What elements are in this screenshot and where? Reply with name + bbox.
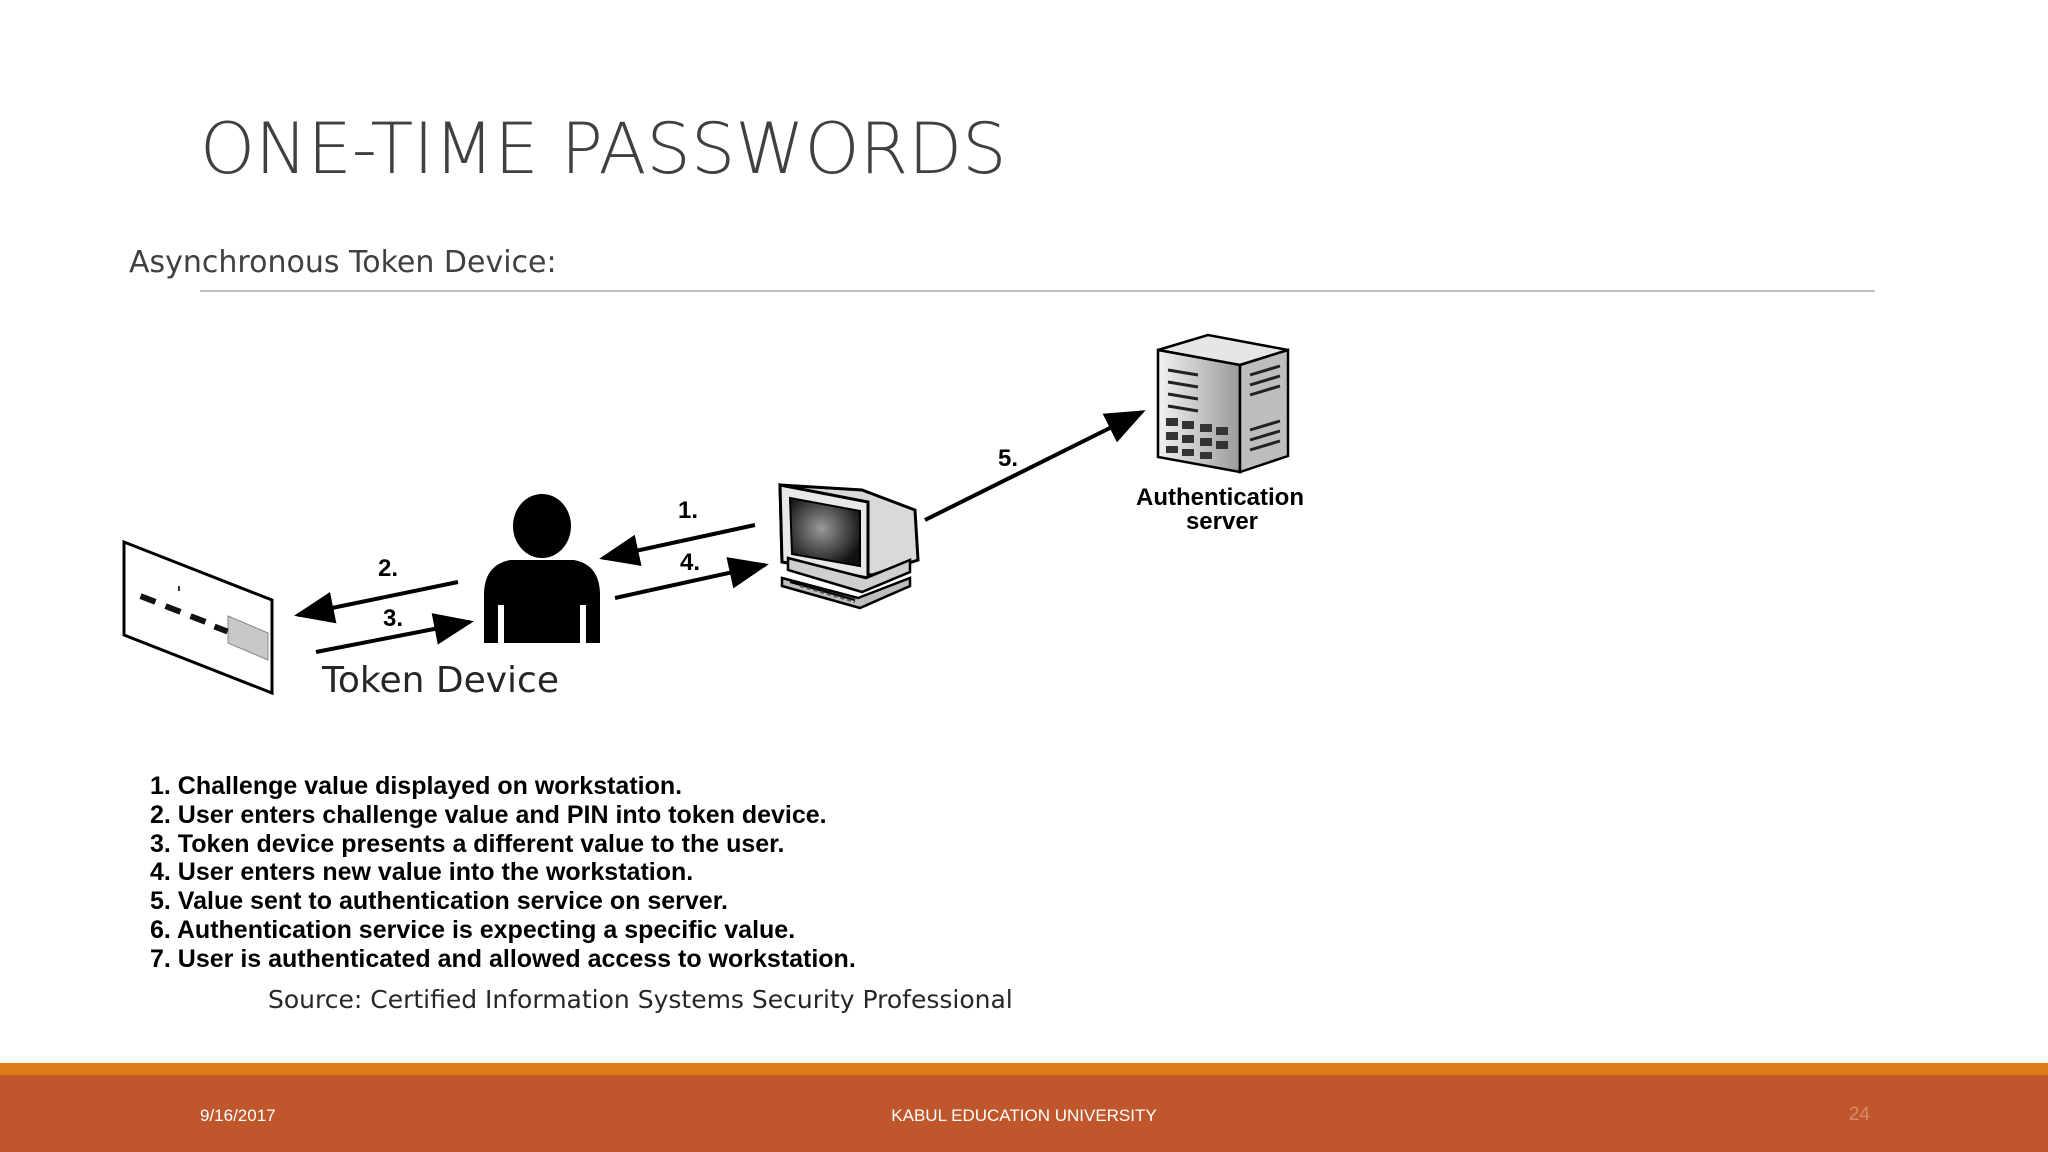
user-icon <box>484 494 600 643</box>
slide-title: ONE-TIME PASSWORDS <box>200 108 1007 190</box>
arrow-step-5 <box>924 410 1146 522</box>
token-card-icon <box>122 539 274 696</box>
arrow-label-2: 2. <box>378 555 398 582</box>
arrow-step-3 <box>315 613 474 654</box>
title-divider <box>200 290 1875 292</box>
footer-institution: KABUL EDUCATION UNIVERSITY <box>891 1106 1157 1125</box>
arrow-step-2 <box>294 580 459 624</box>
workstation-icon <box>778 483 920 610</box>
step-item: 3. Token device presents a different val… <box>150 829 785 858</box>
step-item: 6. Authentication service is expecting a… <box>150 915 796 944</box>
server-label-line2: server <box>1186 508 1258 535</box>
page-number: 24 <box>1848 1104 1870 1125</box>
step-item: 5. Value sent to authentication service … <box>150 887 729 916</box>
arrow-label-4: 4. <box>680 549 700 576</box>
otp-flow-diagram: 1. 2. 3. 4. 5. Authentication server <box>122 333 1304 696</box>
footer-bar <box>0 1075 2048 1152</box>
arrow-label-3: 3. <box>383 605 403 632</box>
source-citation: Source: Certified Information Systems Se… <box>268 985 1013 1014</box>
arrow-step-4 <box>614 557 769 600</box>
arrow-label-5: 5. <box>998 445 1018 472</box>
step-item: 2. User enters challenge value and PIN i… <box>150 800 827 829</box>
arrow-label-1: 1. <box>678 497 698 524</box>
footer-date: 9/16/2017 <box>200 1106 276 1125</box>
token-device-label: Token Device <box>322 660 559 701</box>
server-icon <box>1156 333 1290 474</box>
step-item: 1. Challenge value displayed on workstat… <box>150 772 683 800</box>
footer-stripe <box>0 1063 2048 1075</box>
arrow-step-1 <box>599 523 756 566</box>
step-item: 4. User enters new value into the workst… <box>150 858 694 887</box>
step-item: 7. User is authenticated and allowed acc… <box>150 944 856 973</box>
steps-list: 1. Challenge value displayed on workstat… <box>150 772 856 974</box>
server-label: Authentication <box>1136 484 1304 511</box>
slide-subtitle: Asynchronous Token Device: <box>129 245 557 280</box>
